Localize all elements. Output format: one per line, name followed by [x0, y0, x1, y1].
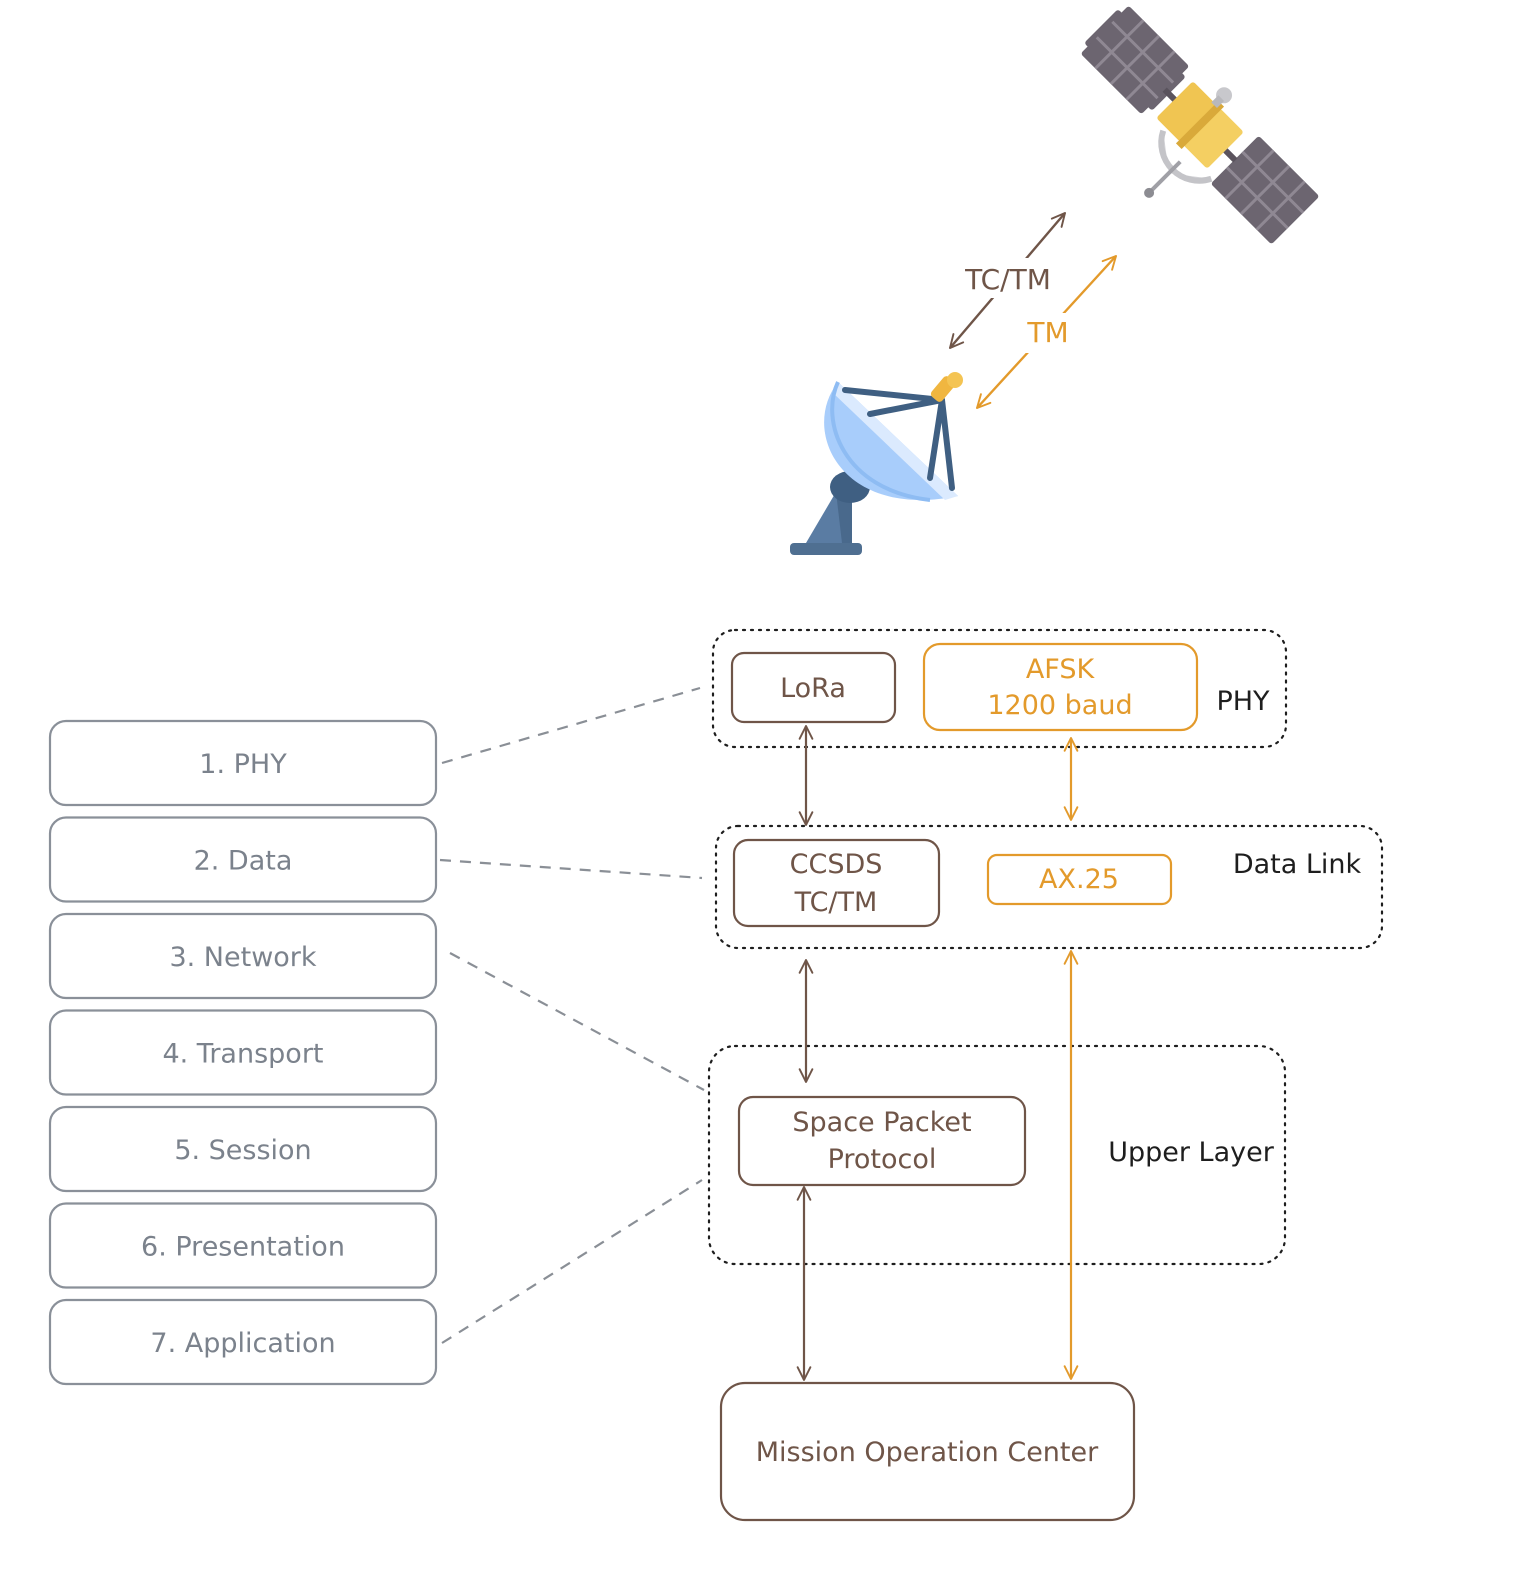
satellite-icon	[1081, 6, 1319, 244]
osi-layer-border	[48, 719, 438, 807]
osi-layer-label: 2. Data	[194, 846, 293, 877]
osi-layer-border	[48, 912, 438, 1000]
osi-layer-label: 5. Session	[174, 1135, 311, 1166]
spp-box	[737, 1095, 1027, 1187]
osi-layer-border	[48, 1009, 438, 1096]
osi-stack: 1. PHY 2. Data 3. Network 4. Transport 5. Se…	[48, 719, 438, 1386]
phy-group-label: PHY	[1216, 686, 1270, 717]
spp-label-line1: Space Packet	[792, 1107, 971, 1138]
ccsds-label-line2: TC/TM	[794, 887, 878, 918]
osi-layer-box: 7. Application	[48, 1298, 438, 1386]
osi-layer-box: 1. PHY	[48, 719, 438, 807]
osi-layer-box: 5. Session	[48, 1105, 438, 1193]
osi-layer-box: 2. Data	[48, 816, 438, 903]
moc-box	[719, 1381, 1136, 1522]
afsk-label-line1: AFSK	[1026, 654, 1096, 685]
moc-label: Mission Operation Center	[756, 1437, 1099, 1468]
phy-group-border	[711, 628, 1288, 749]
osi-layer-border	[48, 1105, 438, 1193]
osi-layer-label: 3. Network	[169, 942, 316, 973]
ax25-box	[986, 853, 1173, 906]
connector-application	[441, 1179, 703, 1344]
upper-group-label: Upper Layer	[1108, 1137, 1275, 1168]
osi-layer-box: 6. Presentation	[48, 1202, 438, 1289]
lora-label: LoRa	[780, 673, 846, 704]
ccsds-box	[732, 838, 941, 928]
osi-layer-label: 6. Presentation	[141, 1232, 345, 1263]
osi-layer-label: 7. Application	[150, 1328, 335, 1359]
osi-layer-box: 4. Transport	[48, 1009, 438, 1096]
tm-link-label: TM	[1026, 316, 1068, 349]
ax25-label: AX.25	[1039, 864, 1119, 895]
osi-layer-box: 3. Network	[48, 912, 438, 1000]
connector-data	[439, 858, 703, 880]
connector-phy	[441, 686, 701, 765]
upper-group-border	[707, 1044, 1287, 1266]
spp-label-line2: Protocol	[828, 1144, 937, 1175]
osi-layer-border	[48, 816, 438, 903]
osi-layer-border	[48, 1298, 438, 1386]
afsk-box	[922, 642, 1199, 732]
lora-box	[730, 651, 897, 724]
ccsds-label-line1: CCSDS	[790, 849, 883, 880]
ground-station-dish-icon	[790, 372, 963, 555]
osi-layer-label: 1. PHY	[199, 749, 287, 780]
osi-layer-label: 4. Transport	[162, 1039, 323, 1070]
tc-tm-link-label: TC/TM	[964, 263, 1051, 296]
datalink-group-label: Data Link	[1233, 849, 1362, 880]
connector-network	[449, 952, 705, 1091]
osi-mapping-connectors	[439, 686, 705, 1344]
osi-layer-border	[48, 1202, 438, 1289]
datalink-group-border	[714, 824, 1384, 950]
afsk-label-line2: 1200 baud	[987, 690, 1132, 721]
